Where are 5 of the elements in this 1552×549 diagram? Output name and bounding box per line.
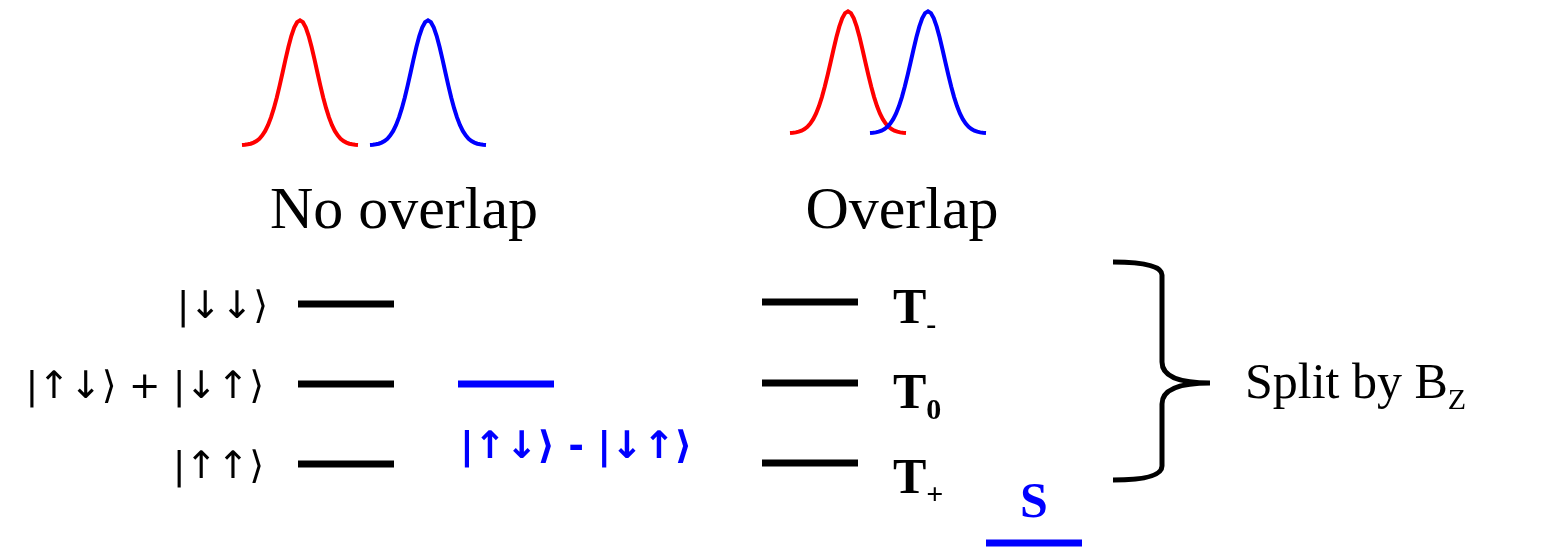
state-label: T$_{-}$ <box>893 281 937 339</box>
state-label: T$_{0}$ <box>893 366 942 424</box>
state-label: S <box>1020 475 1048 525</box>
state-label: T$_{+}$ <box>893 451 944 509</box>
annotation: Split by B$_{Z}$ <box>1245 356 1467 414</box>
